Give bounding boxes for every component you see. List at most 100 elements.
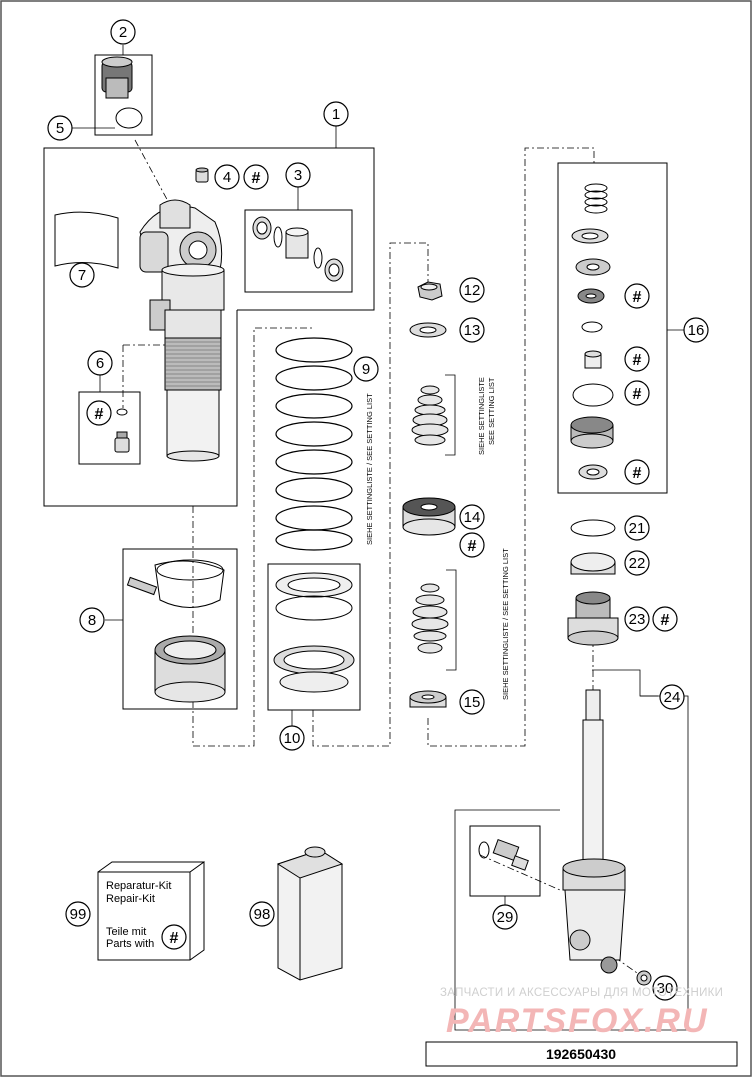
- callout-number-3: 3: [294, 167, 302, 184]
- callout-circle-22: [624, 550, 650, 576]
- hash-marker-circle: [86, 400, 112, 426]
- callout-circle-4: [214, 164, 240, 190]
- callout-number-14: 14: [464, 509, 481, 526]
- callout-number-99: 99: [70, 906, 87, 923]
- seal-head-parts: [570, 183, 614, 480]
- hash-marker-circle: [624, 459, 650, 485]
- watermark-text: ЗАПЧАСТИ И АКСЕССУАРЫ ДЛЯ МОТОТЕХНИКИ: [440, 987, 723, 999]
- hash-marker-symbol: #: [468, 538, 477, 555]
- hash-marker-circle: [624, 380, 650, 406]
- callout-circle-24: [659, 684, 685, 710]
- setting-note-de: SIEHE SETTINGLISTE: [477, 377, 486, 455]
- hash-marker-circle: [243, 164, 269, 190]
- callout-number-24: 24: [664, 689, 681, 706]
- callout-circle-7: [69, 262, 95, 288]
- reservoir-cap-part: [101, 56, 143, 129]
- callout-number-1: 1: [332, 106, 340, 123]
- callout-number-30: 30: [657, 980, 674, 997]
- callout-number-6: 6: [96, 355, 104, 372]
- callout-circle-99: [65, 901, 91, 927]
- needle-valve-part: [478, 839, 529, 871]
- callout-circle-13: [459, 317, 485, 343]
- hash-marker-symbol: #: [633, 352, 642, 369]
- callout-number-15: 15: [464, 694, 481, 711]
- spring-part: [275, 337, 353, 551]
- callout-circle-3: [285, 162, 311, 188]
- hash-marker-circle: [652, 606, 678, 632]
- callout-number-23: 23: [629, 611, 646, 628]
- nut-part: [417, 281, 443, 301]
- valve-part: [114, 408, 130, 453]
- hash-marker-symbol: #: [252, 170, 261, 187]
- bleed-screw-part: [195, 167, 209, 183]
- hash-marker-symbol: #: [95, 406, 104, 423]
- callout-circle-12: [459, 277, 485, 303]
- callout-number-21: 21: [629, 520, 646, 537]
- rebound-washer-part: [409, 690, 447, 708]
- shock-absorber-body-part: [139, 199, 225, 462]
- callout-circle-21: [624, 515, 650, 541]
- bracket-upper: [445, 374, 456, 456]
- hash-marker-symbol: #: [661, 612, 670, 629]
- callout-circle-2: [110, 19, 136, 45]
- callout-circle-14: [459, 504, 485, 530]
- callout-number-10: 10: [284, 730, 301, 747]
- callout-number-4: 4: [223, 169, 231, 186]
- callout-circle-1: [323, 101, 349, 127]
- piston-part: [402, 497, 456, 536]
- callout-group: 1234567891012131415162122232429309899###…: [47, 19, 709, 1001]
- hash-marker-symbol: #: [633, 465, 642, 482]
- kit-label-de: Reparatur-Kit: [106, 880, 171, 892]
- callout-circle-16: [683, 317, 709, 343]
- callout-circle-29: [492, 904, 518, 930]
- watermark-logo: PARTSFOX.RU: [446, 1002, 709, 1040]
- callout-circle-5: [47, 115, 73, 141]
- sticker-part: [54, 211, 119, 269]
- callout-number-29: 29: [497, 909, 514, 926]
- callout-circle-23: [624, 606, 650, 632]
- hash-marker-symbol: #: [170, 930, 179, 947]
- washer-part: [409, 322, 447, 338]
- hash-marker-circle: [161, 924, 187, 950]
- parts-with-label-de: Teile mit: [106, 926, 146, 938]
- callout-number-2: 2: [119, 24, 127, 41]
- callout-circle-10: [279, 725, 305, 751]
- callout-number-13: 13: [464, 322, 481, 339]
- callout-number-8: 8: [88, 612, 96, 629]
- shim-stack-upper-part: [411, 385, 449, 446]
- hash-marker-symbol: #: [633, 289, 642, 306]
- callout-number-98: 98: [254, 906, 271, 923]
- callout-number-16: 16: [688, 322, 705, 339]
- callout-circle-6: [87, 350, 113, 376]
- setting-note-en: SEE SETTING LIST: [487, 377, 496, 445]
- callout-number-7: 7: [78, 267, 86, 284]
- callout-circle-8: [79, 607, 105, 633]
- callout-number-5: 5: [56, 120, 64, 137]
- callout-number-22: 22: [629, 555, 646, 572]
- setting-note-lower: SIEHE SETTINGLISTE / SEE SETTING LIST: [501, 548, 510, 700]
- hash-marker-circle: [459, 532, 485, 558]
- callout-number-9: 9: [362, 361, 370, 378]
- callout-circle-9: [353, 356, 379, 382]
- hash-marker-symbol: #: [633, 386, 642, 403]
- callout-circle-15: [459, 689, 485, 715]
- kit-label-en: Repair-Kit: [106, 893, 155, 905]
- spring-seat-part: [273, 572, 355, 693]
- bearing-set-part: [252, 216, 344, 282]
- piston-rod-part: [562, 689, 626, 974]
- callout-number-12: 12: [464, 282, 481, 299]
- callout-circle-98: [249, 901, 275, 927]
- diagram-code: 192650430: [546, 1046, 616, 1062]
- group-boxes: [43, 54, 738, 1067]
- parts-with-label-en: Parts with: [106, 938, 154, 950]
- setting-note-spring: SIEHE SETTINGLISTE / SEE SETTING LIST: [365, 393, 374, 545]
- spring-adjuster-part: [126, 559, 226, 703]
- shim-stack-lower-part: [411, 583, 449, 654]
- oil-can-part: [276, 846, 344, 981]
- bracket-lower: [446, 569, 457, 671]
- bushing-part: [636, 970, 652, 986]
- hash-marker-circle: [624, 283, 650, 309]
